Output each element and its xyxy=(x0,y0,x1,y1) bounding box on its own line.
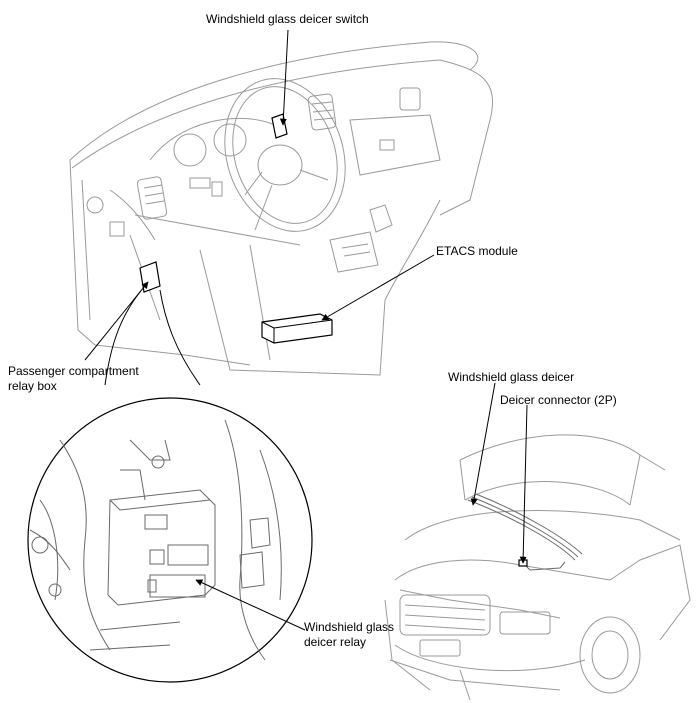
deicer-switch-label: Windshield glass deicer switch xyxy=(206,12,369,26)
relay-box-label: Passenger compartment relay box xyxy=(8,364,139,393)
deicer-label: Windshield glass deicer xyxy=(448,370,575,384)
callout-arrows xyxy=(84,29,528,631)
relay-closeup-illustration xyxy=(27,289,313,683)
deicer-relay-label: Windshield glass deicer relay xyxy=(304,620,395,649)
vehicle-front-illustration xyxy=(384,434,691,701)
dashboard-illustration xyxy=(69,41,494,376)
deicer-connector-label: Deicer connector (2P) xyxy=(500,393,617,407)
etacs-module-label: ETACS module xyxy=(436,244,518,258)
